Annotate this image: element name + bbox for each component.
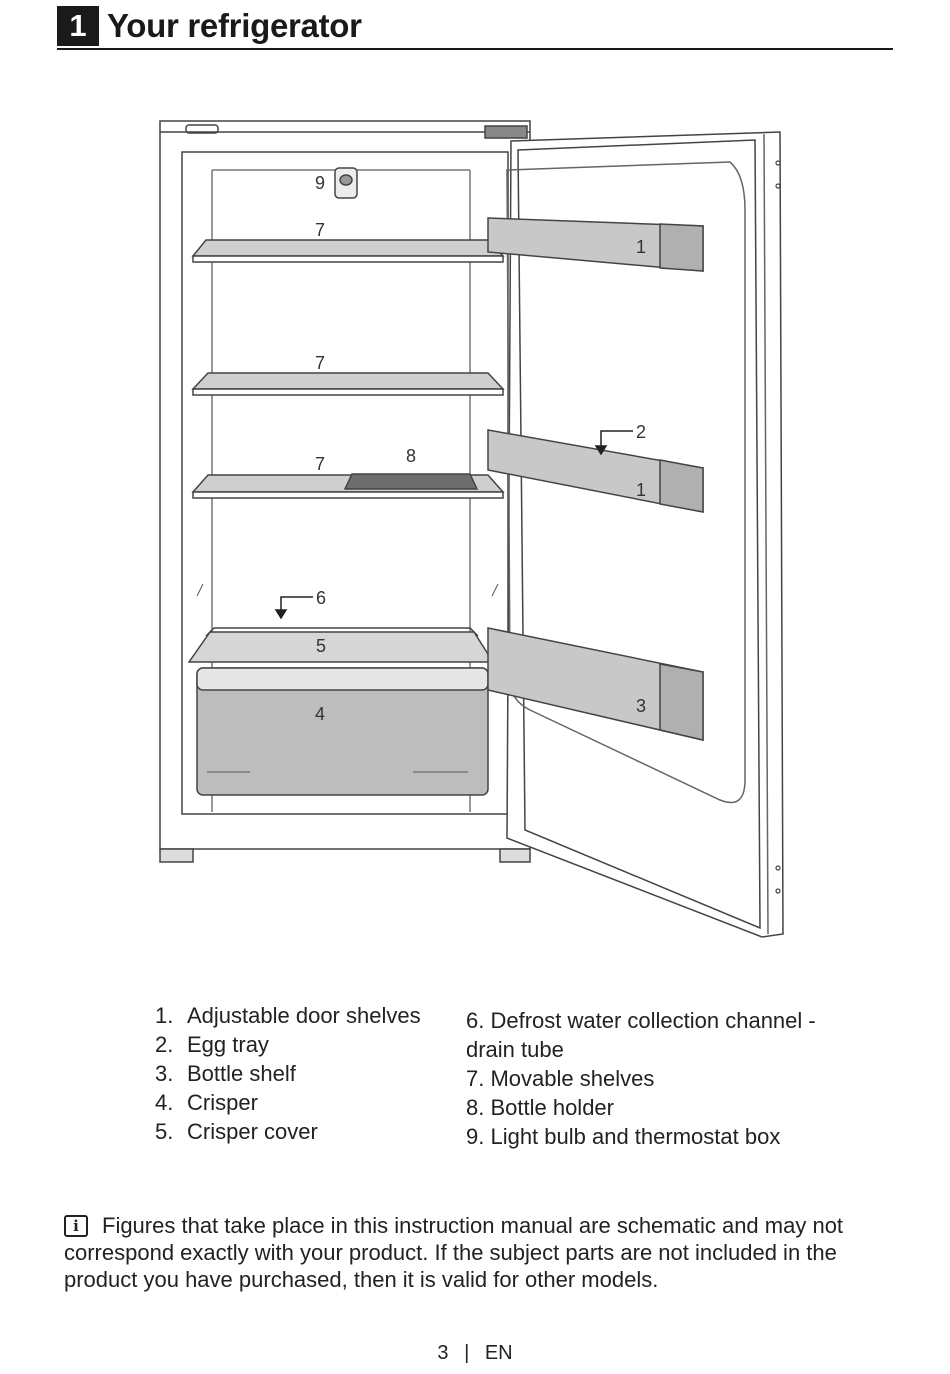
legend-item: 9. Light bulb and thermostat box [466, 1124, 781, 1149]
legend-right: 6. Defrost water collection channel - dr… [466, 1006, 846, 1151]
legend-item: 7. Movable shelves [466, 1066, 655, 1091]
legend-item: 2.Egg tray [155, 1032, 269, 1057]
egg-tray-arrow [600, 430, 633, 448]
callout-9: 9 [315, 173, 325, 193]
callout-1-mid: 1 [636, 480, 646, 500]
legend-item: 3.Bottle shelf [155, 1061, 296, 1086]
footer-separator: | [464, 1342, 470, 1364]
crisper-cover-shape [187, 631, 495, 663]
legend-item: 1.Adjustable door shelves [155, 1003, 421, 1028]
callout-8: 8 [406, 446, 416, 466]
callout-7-top: 7 [315, 220, 325, 240]
page-number: 3 [437, 1342, 449, 1364]
door-inner-frame [517, 139, 761, 930]
shelf-mid [191, 372, 505, 390]
defrost-arrow [280, 596, 313, 612]
legend-item: 5.Crisper cover [155, 1119, 318, 1144]
top-hinge [484, 125, 528, 139]
callout-3: 3 [636, 696, 646, 716]
legend-item: 4.Crisper [155, 1090, 258, 1115]
callout-1-top: 1 [636, 237, 646, 257]
section-header: 1 Your refrigerator [57, 6, 893, 50]
section-number: 1 [57, 6, 99, 46]
info-icon: i [64, 1215, 88, 1237]
foot-left [159, 848, 194, 863]
legend-item: 8. Bottle holder [466, 1095, 614, 1120]
foot-right [499, 848, 531, 863]
callout-6: 6 [316, 588, 326, 608]
note-text: Figures that take place in this instruct… [64, 1213, 844, 1292]
top-vent [185, 124, 219, 134]
legend-left: 1.Adjustable door shelves 2.Egg tray 3.B… [155, 1001, 421, 1146]
shelf-top [191, 239, 505, 257]
bottle-holder-shape [343, 473, 479, 490]
legend-item: 6. Defrost water collection channel - dr… [466, 1008, 816, 1062]
door-panel [506, 131, 784, 938]
language-code: EN [484, 1342, 513, 1364]
page-footer: 3 | EN [0, 1342, 950, 1365]
callout-4: 4 [315, 704, 325, 724]
callout-7-mid: 7 [315, 353, 325, 373]
callout-2: 2 [636, 422, 646, 442]
cabinet-inner [181, 151, 509, 815]
callout-7-low: 7 [315, 454, 325, 474]
section-title: Your refrigerator [107, 7, 362, 44]
callout-5: 5 [316, 636, 326, 656]
